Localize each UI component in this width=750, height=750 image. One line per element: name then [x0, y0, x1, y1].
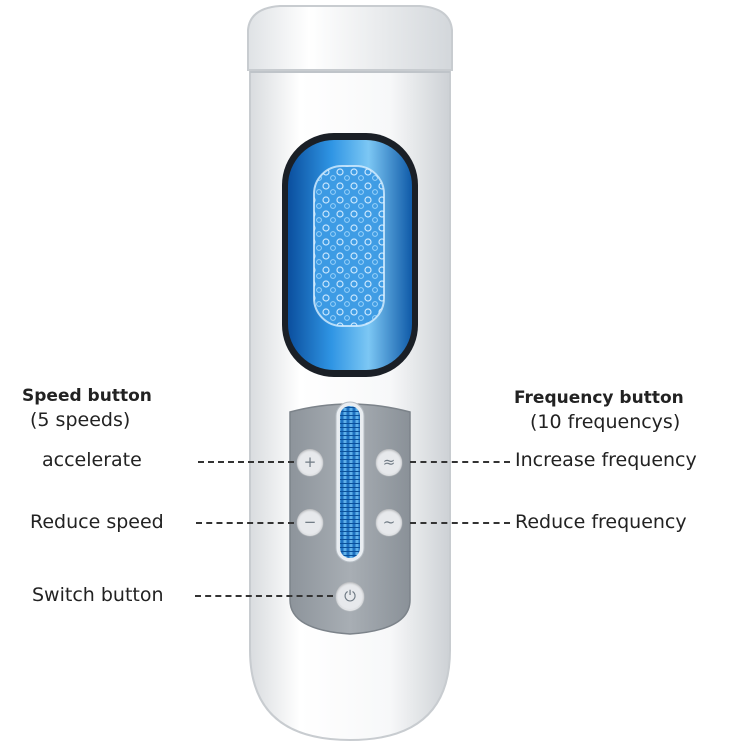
reduce-frequency-leader-line [410, 522, 510, 524]
frequency-button-title: Frequency button [514, 388, 684, 408]
increase-frequency-label: Increase frequency [515, 449, 697, 471]
reduce-speed-leader-line [196, 522, 294, 524]
switch-button-label: Switch button [32, 584, 164, 606]
speed-button-subtitle: (5 speeds) [30, 409, 131, 431]
plus-icon[interactable]: + [297, 449, 323, 475]
frequency-button-subtitle: (10 frequencys) [530, 411, 681, 433]
single-wave-icon[interactable]: ~ [376, 509, 402, 535]
accelerate-label: accelerate [42, 449, 142, 471]
reduce-frequency-label: Reduce frequency [515, 511, 687, 533]
increase-frequency-leader-line [410, 461, 510, 463]
accelerate-leader-line [198, 461, 294, 463]
speed-button-title: Speed button [22, 386, 152, 406]
switch-leader-line [195, 595, 333, 597]
power-icon[interactable]: ⏻ [336, 582, 364, 610]
reduce-speed-label: Reduce speed [30, 511, 164, 533]
minus-icon[interactable]: − [297, 509, 323, 535]
double-wave-icon[interactable]: ≈ [376, 449, 402, 475]
